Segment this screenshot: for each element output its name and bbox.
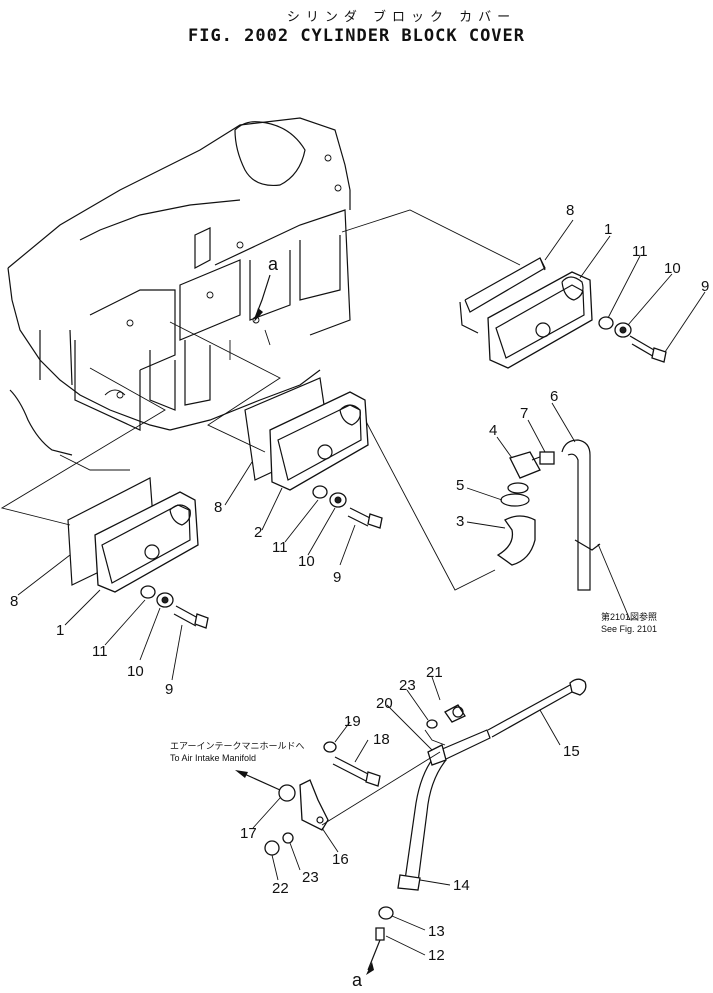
callout-9-left: 9: [165, 681, 173, 698]
callout-11-right: 11: [632, 243, 648, 260]
nut-22: [264, 840, 280, 856]
cover-assembly-middle: [244, 377, 383, 529]
engine-block: [7, 117, 351, 471]
cover-assembly-right: [459, 257, 667, 369]
callout-12: 12: [428, 947, 445, 964]
callout-9-right: 9: [701, 278, 709, 295]
cover-2-middle: [269, 391, 369, 491]
cover-assembly-left: [67, 477, 209, 629]
ref-a-top: a: [268, 254, 279, 274]
washer-11-middle: [312, 485, 328, 499]
callout-4: 4: [489, 422, 497, 439]
washer-23-top: [426, 719, 438, 729]
clamp-7: [539, 451, 555, 465]
gasket-8-right: [464, 257, 546, 313]
washer-11-left: [140, 585, 156, 599]
hose-6: [561, 439, 591, 591]
callout-6: 6: [550, 388, 558, 405]
figure-title: FIG. 2002 CYLINDER BLOCK COVER: [187, 26, 526, 46]
callout-23-top: 23: [399, 677, 416, 694]
callout-23-bottom: 23: [302, 869, 319, 886]
callout-15: 15: [563, 743, 580, 760]
washer-23-bottom: [282, 832, 294, 844]
guide-tube-top: [439, 729, 491, 761]
bolt-9-left: [173, 605, 199, 627]
callout-13: 13: [428, 923, 445, 940]
callout-16: 16: [332, 851, 349, 868]
leader-lines: [17, 219, 706, 956]
washer-11-right: [598, 316, 614, 330]
callout-1-left: 1: [56, 622, 64, 639]
dipstick-group: [264, 678, 587, 975]
breather-group: [496, 439, 601, 591]
breather-4: [509, 451, 541, 479]
callout-8-middle: 8: [214, 499, 222, 516]
callout-22: 22: [272, 880, 289, 897]
ref-a-bottom: a: [352, 970, 363, 989]
bolt-9-middle: [347, 507, 371, 527]
callout-5: 5: [456, 477, 464, 494]
callout-3: 3: [456, 513, 464, 530]
callout-19: 19: [344, 713, 361, 730]
callout-10-right: 10: [664, 260, 681, 277]
nut-13: [378, 906, 394, 920]
callout-18: 18: [373, 731, 390, 748]
cover-1-right: [487, 271, 593, 369]
callout-14: 14: [453, 877, 470, 894]
nut-17: [278, 784, 296, 802]
callout-9-middle: 9: [333, 569, 341, 586]
callout-21: 21: [426, 664, 443, 681]
bolt-18: [332, 756, 371, 783]
callout-17: 17: [240, 825, 257, 842]
callout-8-right: 8: [566, 202, 574, 219]
air-intake-english: To Air Intake Manifold: [170, 753, 256, 763]
o-ring-5: [500, 493, 530, 507]
washer-19: [323, 741, 337, 753]
callout-11-left: 11: [92, 643, 108, 660]
title-japanese: シリンダ ブロック カバー: [286, 10, 517, 25]
bolt-21: [444, 704, 466, 723]
callout-labels: 8 1 11 10 9 6 7 4 5 3 8 2 11 10 9 8 1 11…: [10, 202, 709, 990]
callout-7: 7: [520, 405, 528, 422]
air-intake-japanese: エアーインテークマニホールドへ: [170, 741, 304, 751]
bracket-16: [299, 779, 329, 831]
callout-20: 20: [376, 695, 393, 712]
callout-10-left: 10: [127, 663, 144, 680]
stud-12: [375, 927, 385, 941]
callout-10-middle: 10: [298, 553, 315, 570]
callout-1-right: 1: [604, 221, 612, 238]
ref-fig-japanese: 第2101図参照: [601, 611, 657, 622]
elbow-3: [496, 515, 536, 566]
callout-2: 2: [254, 524, 262, 541]
gauge-rod-15: [487, 684, 571, 731]
notes: 第2101図参照 See Fig. 2101 エアーインテークマニホールドへ T…: [170, 611, 657, 763]
callout-8-left: 8: [10, 593, 18, 610]
callout-11-middle: 11: [272, 539, 288, 556]
ref-fig-english: See Fig. 2101: [601, 624, 657, 634]
